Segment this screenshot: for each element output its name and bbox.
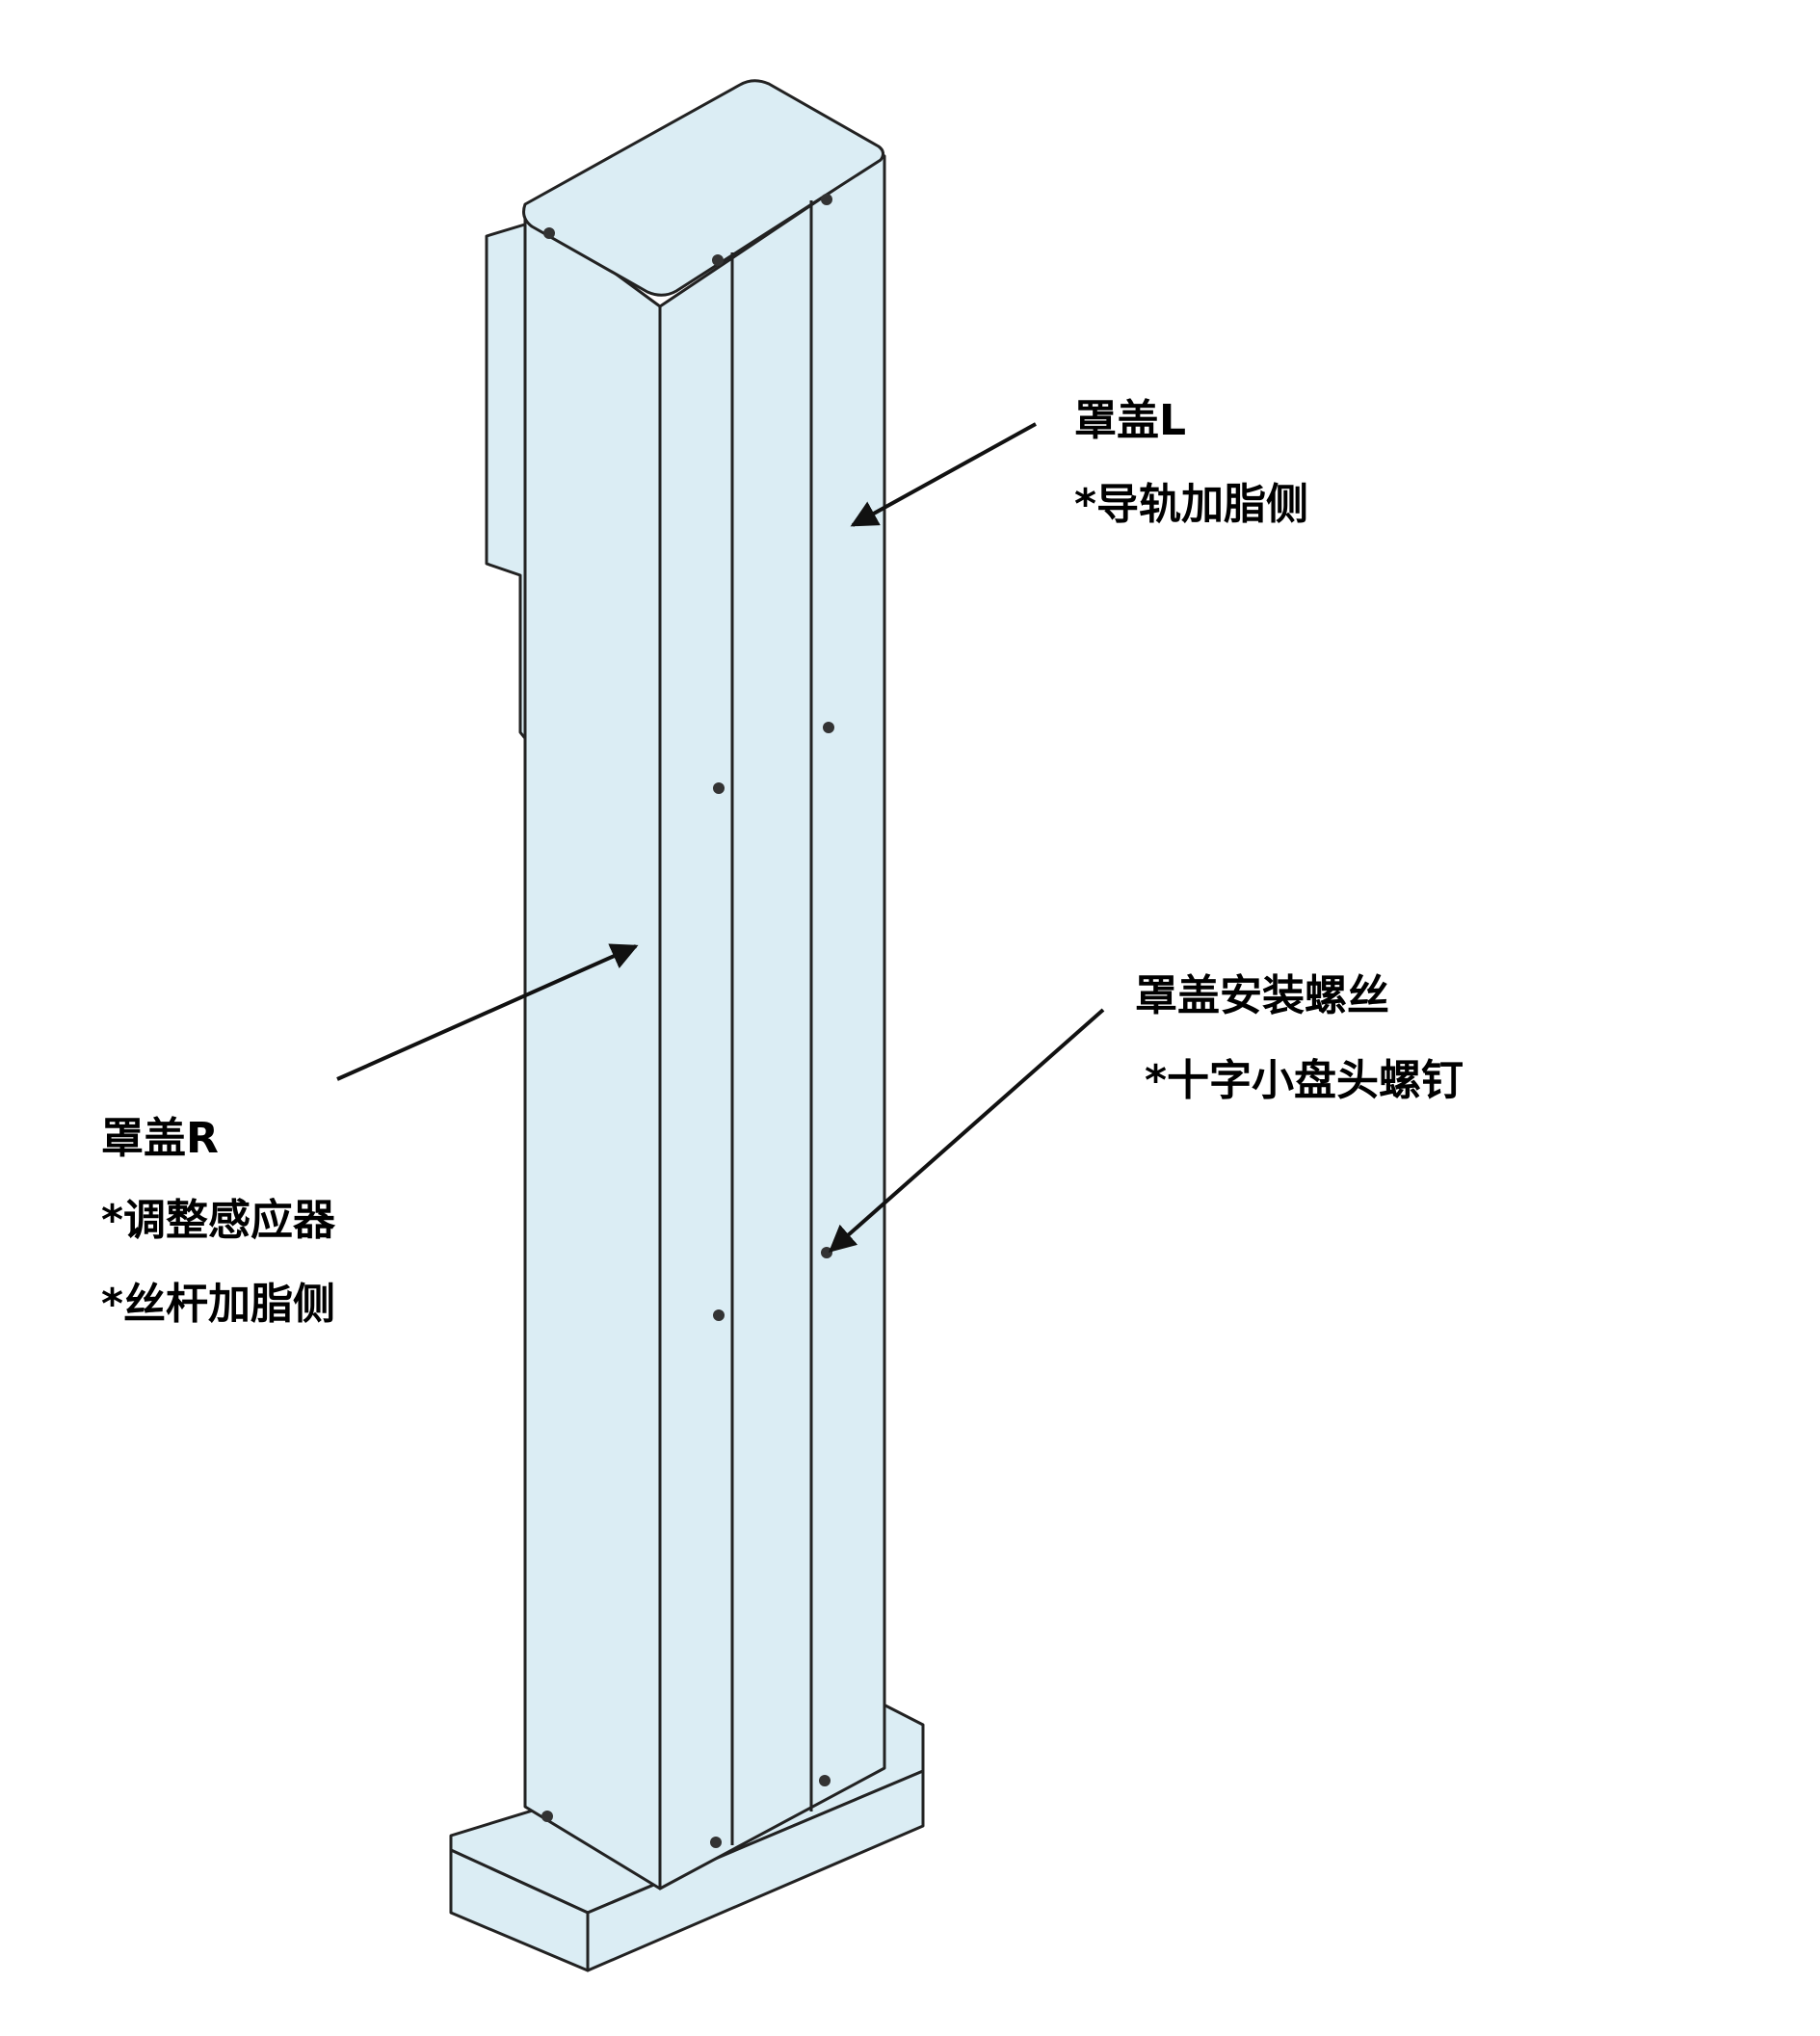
- screw-icon: [819, 1775, 831, 1786]
- screw-icon: [541, 1811, 553, 1822]
- cover-l-label: 罩盖L: [1074, 396, 1187, 445]
- cover-r-label: 罩盖R: [101, 1114, 219, 1163]
- cover-l-note: *导轨加脂侧: [1074, 480, 1309, 529]
- screw-icon: [710, 1837, 722, 1848]
- screw-icon: [543, 227, 555, 239]
- callout-arrows: [336, 422, 1105, 1253]
- screw-icon: [823, 722, 834, 733]
- screw-icon: [821, 194, 832, 205]
- screws: [541, 194, 834, 1848]
- motor-bracket: [485, 222, 530, 744]
- arrow-cover-r: [336, 943, 639, 1081]
- actuator-body: [449, 79, 925, 1972]
- arrow-mounting-screw: [828, 1008, 1105, 1253]
- cover-r-face: [523, 205, 662, 1891]
- mounting-screw-note: *十字小盘头螺钉: [1145, 1056, 1464, 1105]
- base-plate-side: [586, 1769, 925, 1972]
- top-cap: [522, 79, 885, 297]
- cover-r-note: *调整感应器: [101, 1196, 336, 1245]
- screw-icon: [713, 782, 725, 794]
- arrow-cover-l: [850, 422, 1037, 527]
- cover-r-note: *丝杆加脂侧: [101, 1280, 336, 1329]
- screw-icon: [712, 254, 724, 266]
- cover-l-face: [658, 154, 886, 1891]
- mounting-screw-label: 罩盖安装螺丝: [1135, 971, 1389, 1020]
- screw-icon: [713, 1309, 725, 1321]
